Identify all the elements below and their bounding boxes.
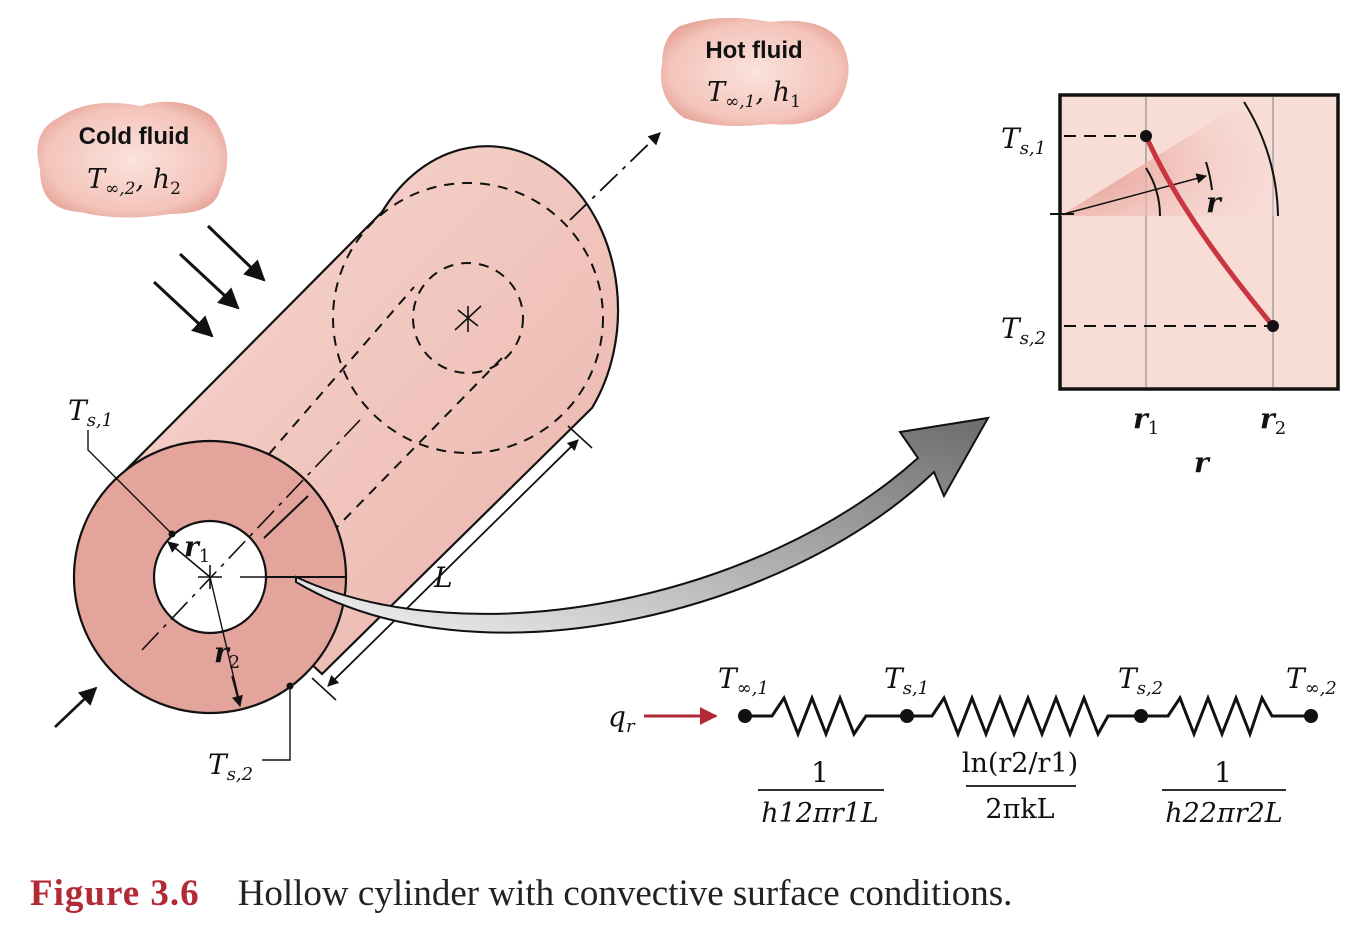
axis-inlet-arrow xyxy=(54,686,98,728)
r2-dimension xyxy=(209,576,241,705)
node-label-tinf2: T∞,2 xyxy=(1286,662,1337,699)
node-ts2 xyxy=(1134,709,1148,723)
r1-denominator: h12πr1L xyxy=(761,798,879,829)
node-label-ts2: Ts,2 xyxy=(1118,662,1163,699)
cyl-ts1-label: Ts,1 xyxy=(68,394,113,431)
inset-wedge xyxy=(1060,102,1282,216)
node-tinf1 xyxy=(738,709,752,723)
temperature-curve xyxy=(1143,134,1275,328)
node-tinf2 xyxy=(1304,709,1318,723)
back-outer-edge-hidden xyxy=(332,182,604,454)
cold-fluid-bubble: Cold fluid T∞,2, h2 xyxy=(37,101,228,218)
cold-fluid-title: Cold fluid xyxy=(79,123,190,150)
back-inner-edge-hidden xyxy=(412,262,524,374)
cyl-ts2-label: Ts,2 xyxy=(208,748,253,785)
resistance-zigzag xyxy=(745,693,1311,739)
r3-numerator: 1 xyxy=(1214,756,1232,789)
plot-ts2-label: Ts,2 xyxy=(1001,312,1046,349)
cyl-r2-label: r2 xyxy=(214,636,240,673)
svg-text:T∞,2, h2: T∞,2, h2 xyxy=(87,164,181,199)
figure-caption: Figure 3.6 Hollow cylinder with convectiv… xyxy=(30,872,1012,915)
svg-text:T∞,1, h1: T∞,1, h1 xyxy=(707,77,801,112)
r2-numerator: ln(r2/r1) xyxy=(962,748,1078,779)
inset-r-label: r xyxy=(1206,186,1223,219)
heat-rate-label: qr xyxy=(608,700,636,737)
figure-caption-text: Hollow cylinder with convective surface … xyxy=(237,873,1013,914)
node-label-ts1: Ts,1 xyxy=(884,662,929,699)
hot-fluid-title: Hot fluid xyxy=(705,37,802,64)
r1-dimension xyxy=(167,541,211,578)
hot-fluid-bubble: Hot fluid T∞,1, h1 xyxy=(660,17,849,126)
plot-r1-tick: r1 xyxy=(1133,402,1159,439)
r2-denominator: 2πkL xyxy=(985,794,1054,825)
node-label-tinf1: T∞,1 xyxy=(718,662,769,699)
ts2-leader xyxy=(262,686,291,761)
node-ts1 xyxy=(900,709,914,723)
hidden-line-top xyxy=(209,286,415,523)
axis-centerline xyxy=(141,419,361,651)
cold-flow-arrows xyxy=(152,224,266,338)
plot-x-axis-label: r xyxy=(1194,446,1211,479)
zoom-arrow xyxy=(295,416,990,634)
hollow-cylinder xyxy=(54,132,661,761)
r3-denominator: h22πr2L xyxy=(1165,798,1283,829)
temperature-profile-plot: r Ts,1 Ts,2 r1 r2 r xyxy=(1001,93,1340,479)
r1-numerator: 1 xyxy=(811,756,829,789)
plot-r2-tick: r2 xyxy=(1260,402,1286,439)
plot-ts1-label: Ts,1 xyxy=(1001,122,1046,159)
cyl-r1-label: r1 xyxy=(184,530,210,567)
thermal-circuit: qr T∞,1 Ts,1 Ts,2 T∞,2 1 h12πr1L ln(r2/r… xyxy=(608,662,1337,829)
ts1-leader xyxy=(87,430,173,535)
axis-centerline-exit xyxy=(569,132,661,221)
cyl-length-label: L xyxy=(433,561,453,594)
figure-number: Figure 3.6 xyxy=(30,873,200,914)
